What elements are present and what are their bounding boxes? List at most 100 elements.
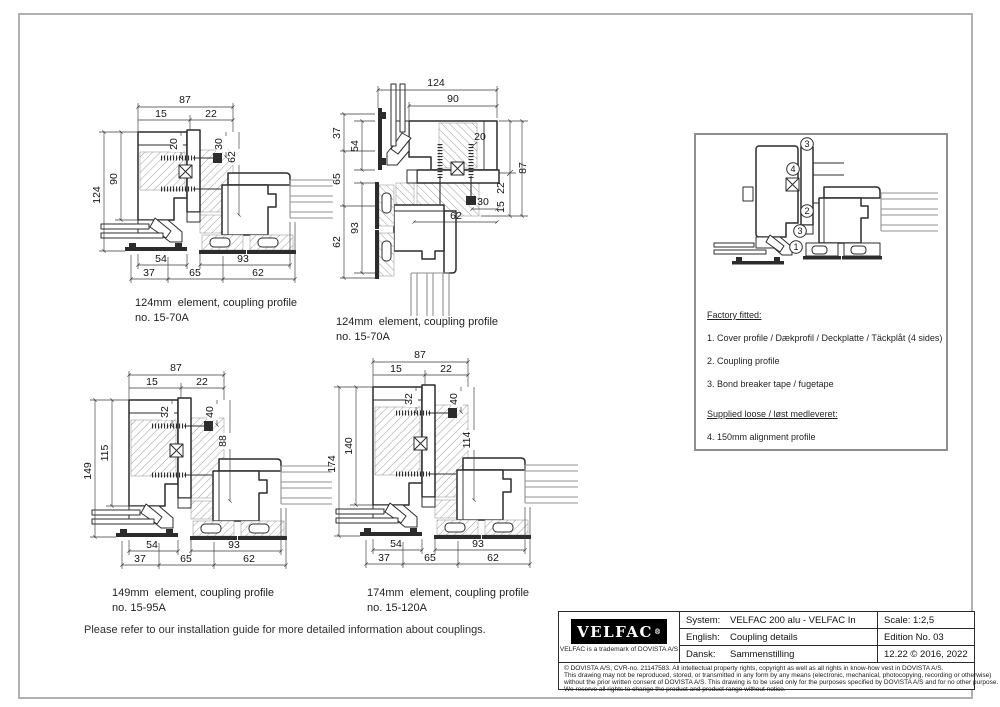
legal-line: This drawing may not be reproduced, stor… — [564, 672, 992, 680]
dim-label: 62 — [450, 210, 462, 222]
legend-item: 2. Coupling profile — [707, 356, 780, 366]
edition-row: Edition No. 03 — [878, 629, 974, 646]
dim-label: 37 — [331, 127, 343, 139]
dim-label: 65 — [180, 553, 192, 565]
dim-label: 15 — [390, 363, 402, 375]
system-row: System:VELFAC 200 alu - VELFAC In — [680, 612, 877, 629]
glazing-unit — [289, 179, 333, 219]
dim-label: 37 — [378, 552, 390, 564]
dim-label: 93 — [472, 538, 484, 550]
dim-label: 62 — [243, 553, 255, 565]
registered-mark: ® — [653, 627, 661, 636]
dim-label: 65 — [331, 173, 343, 185]
dim-label: 124 — [91, 186, 103, 204]
dim-label: 140 — [343, 437, 355, 455]
dim-label: 20 — [474, 131, 486, 143]
dim-label: 54 — [146, 539, 158, 551]
dim-label: 65 — [189, 267, 201, 279]
dim-label: 87 — [179, 94, 191, 106]
callout-label: 1 — [793, 242, 798, 252]
dimensions: 87 15 22 174 140 32 40 114 54 93 37 65 6… — [326, 349, 532, 568]
dim-label: 20 — [168, 138, 180, 150]
callout-label: 3 — [804, 139, 809, 149]
trademark-note: VELFAC is a trademark of DOVISTA A/S — [559, 646, 679, 653]
legend-item: 3. Bond breaker tape / fugetape — [707, 379, 834, 389]
velfac-logo: VELFAC® — [571, 619, 667, 644]
dim-label: 40 — [448, 393, 460, 405]
dim-label: 87 — [170, 362, 182, 374]
dim-label: 30 — [213, 138, 225, 150]
profile-geometry — [91, 397, 332, 540]
callouts: 3 4 2 3 1 — [785, 137, 814, 254]
section-drawing-174mm: 87 15 22 174 140 32 40 114 54 93 37 65 6… — [326, 349, 578, 568]
scale-row: Scale: 1:2,5 — [878, 612, 974, 629]
callout-label: 3 — [797, 226, 802, 236]
dim-label: 87 — [414, 349, 426, 361]
legal-line: without the prior written consent of DOV… — [564, 679, 999, 687]
title-block: VELFAC® VELFAC is a trademark of DOVISTA… — [558, 611, 998, 693]
dim-label: 32 — [403, 393, 415, 405]
dim-label: 65 — [424, 552, 436, 564]
dim-label: 90 — [108, 173, 120, 185]
section-drawing-149mm: 87 15 22 149 115 32 40 88 54 93 37 65 62 — [82, 362, 332, 569]
dim-label: 174 — [326, 455, 338, 473]
legal-cell: © DOVISTA A/S, CVR-no. 21147583. All int… — [558, 662, 998, 693]
callout-label: 4 — [790, 164, 795, 174]
profile-geometry — [335, 384, 578, 539]
dim-label: 124 — [427, 77, 445, 89]
bond-breaker-tape-symbol — [178, 164, 193, 179]
profile-geometry — [100, 129, 333, 254]
dim-label: 62 — [487, 552, 499, 564]
dim-label: 37 — [143, 267, 155, 279]
dim-label: 22 — [205, 108, 217, 120]
dim-label: 15 — [155, 108, 167, 120]
bond-breaker-tape-symbol — [785, 177, 800, 192]
glazing-unit — [524, 464, 578, 504]
title-rows: System:VELFAC 200 alu - VELFAC In Englis… — [679, 611, 878, 663]
legend-item: 1. Cover profile / Dækprofil / Deckplatt… — [707, 333, 943, 343]
dim-label: 62 — [226, 151, 238, 163]
section-drawing-124mm-1: 87 15 22 124 90 20 30 62 54 93 37 65 62 — [91, 94, 333, 283]
date-row: 12.22 © 2016, 2022 — [884, 648, 968, 660]
dim-label: 93 — [228, 539, 240, 551]
dimensions: 87 15 22 124 90 20 30 62 54 93 37 65 62 — [91, 94, 297, 283]
callout-label: 2 — [804, 206, 809, 216]
dim-label: 30 — [477, 196, 489, 208]
dim-label: 15 — [495, 201, 507, 213]
coupling-detail-inset: 3 4 2 3 1 Factory fitted: 1. Cover profi… — [694, 133, 948, 451]
dimensions: 87 15 22 149 115 32 40 88 54 93 37 65 62 — [82, 362, 288, 569]
dim-label: 93 — [349, 222, 361, 234]
profile-geometry — [713, 145, 938, 265]
installation-note: Please refer to our installation guide f… — [84, 624, 486, 636]
english-row: English:Coupling details — [680, 629, 877, 646]
supplied-loose-heading: Supplied loose / løst medleveret: — [707, 409, 838, 419]
dim-label: 54 — [390, 538, 402, 550]
legal-line: We reserve all rights to change the prod… — [564, 686, 786, 694]
legend-item: 4. 150mm alignment profile — [707, 432, 816, 442]
detail-inset-drawing: 3 4 2 3 1 — [713, 137, 938, 265]
dim-label: 22 — [495, 182, 507, 194]
section-drawing-124mm-2: 124 90 37 65 62 54 93 87 22 15 20 30 62 — [331, 77, 529, 316]
factory-fitted-heading: Factory fitted: — [707, 310, 762, 320]
dim-label: 32 — [159, 406, 171, 418]
dansk-row: Dansk:Sammenstilling — [686, 648, 795, 660]
legal-text: © DOVISTA A/S, CVR-no. 21147583. All int… — [559, 663, 999, 695]
dim-label: 62 — [331, 236, 343, 248]
dim-label: 22 — [196, 376, 208, 388]
dim-label: 115 — [99, 444, 111, 461]
dim-label: 22 — [440, 363, 452, 375]
dim-label: 88 — [217, 435, 229, 447]
dim-label: 15 — [146, 376, 158, 388]
detail-legend: Factory fitted: 1. Cover profile / Dækpr… — [696, 310, 946, 442]
dim-label: 114 — [461, 431, 473, 448]
legal-line: © DOVISTA A/S, CVR-no. 21147583. All int… — [564, 665, 944, 672]
profile-geometry — [375, 83, 500, 316]
dim-label: 87 — [517, 162, 529, 174]
sheet-border — [18, 13, 973, 699]
dim-label: 90 — [447, 93, 459, 105]
